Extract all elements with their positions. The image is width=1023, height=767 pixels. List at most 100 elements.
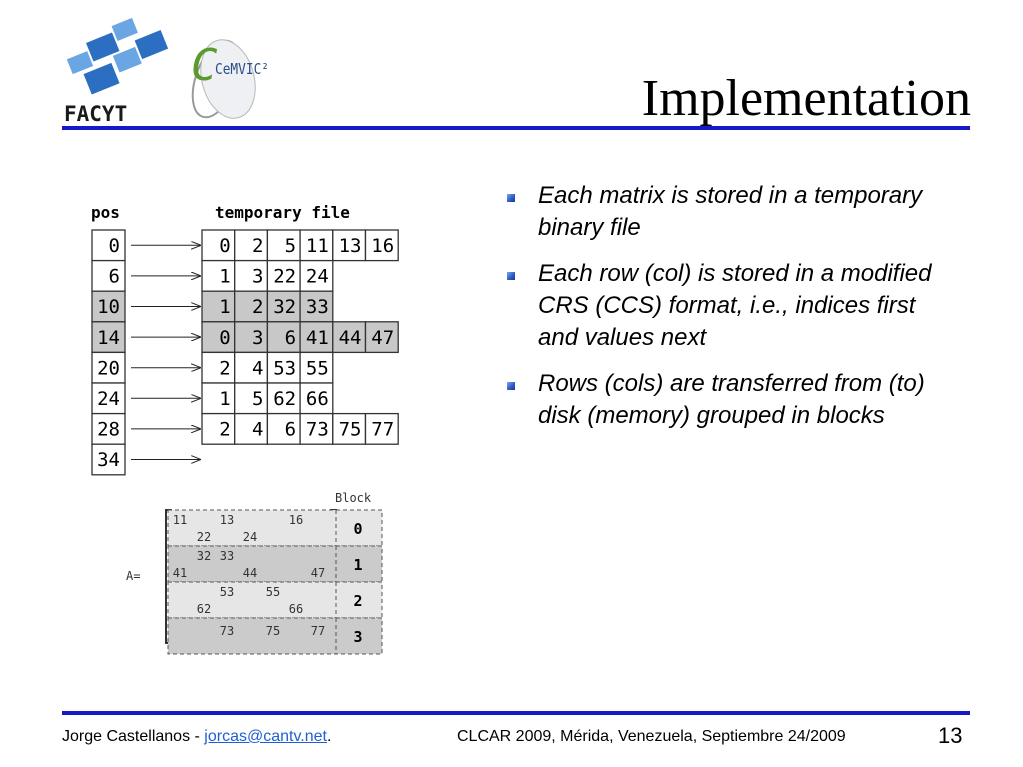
title-divider (62, 126, 970, 130)
pointer-arrows (131, 245, 200, 459)
file-value: 53 (273, 357, 296, 379)
file-cell (299, 412, 334, 445)
matrix-entry: 62 (197, 602, 211, 616)
matrix-entry: 73 (220, 624, 234, 638)
file-cell (332, 321, 367, 354)
file-value: 5 (252, 388, 263, 410)
block-id: 0 (353, 520, 362, 538)
matrix-entry: 24 (243, 530, 257, 544)
pos-value: 6 (109, 266, 120, 288)
file-cell (266, 351, 301, 384)
file-value: 1 (219, 388, 230, 410)
file-cell (201, 259, 236, 292)
matrix-entry: 11 (173, 513, 187, 527)
bullet-item: Rows (cols) are transferred from (to) di… (507, 368, 962, 432)
bullet-text: Each matrix is stored in a temporary bin… (538, 182, 923, 241)
file-value: 22 (273, 266, 296, 288)
file-value: 2 (219, 357, 230, 379)
block-label: Block (335, 491, 372, 505)
slide-title: Implementation (641, 70, 971, 127)
pos-cell (91, 443, 126, 476)
pos-label: pos (91, 203, 120, 222)
block-band (167, 617, 383, 655)
file-value: 33 (306, 296, 329, 318)
file-cell (299, 351, 334, 384)
matrix-entry: 53 (220, 585, 234, 599)
file-value: 13 (339, 235, 362, 257)
file-value: 16 (371, 235, 394, 257)
file-value: 6 (285, 327, 296, 349)
file-value: 2 (252, 296, 263, 318)
bullet-icon (507, 382, 515, 390)
file-value: 3 (252, 266, 263, 288)
file-cell (299, 229, 334, 262)
file-value: 44 (339, 327, 362, 349)
matrix-entry: 66 (289, 602, 303, 616)
bullet-item: Each row (col) is stored in a modified C… (507, 258, 962, 354)
file-value: 24 (306, 266, 329, 288)
matrix-entry: 77 (311, 624, 325, 638)
file-value: 66 (306, 388, 329, 410)
file-value: 32 (273, 296, 296, 318)
pos-cell (91, 229, 126, 262)
matrix-entry: 44 (243, 566, 257, 580)
pos-value: 28 (97, 419, 120, 441)
matrix-entry: 47 (311, 566, 325, 580)
pos-value: 0 (109, 235, 120, 257)
block-band (167, 509, 383, 547)
matrix-entry: 32 (197, 549, 211, 563)
matrix-label: A= (126, 569, 140, 583)
file-value: 47 (371, 327, 394, 349)
file-value: 2 (219, 419, 230, 441)
matrix-entry: 22 (197, 530, 211, 544)
file-value: 3 (252, 327, 263, 349)
file-value: 41 (306, 327, 329, 349)
pos-value: 14 (97, 327, 120, 349)
block-id: 1 (353, 556, 362, 574)
file-cell (201, 229, 236, 262)
author-email-link[interactable]: jorcas@cantv.net (204, 728, 327, 745)
svg-text:FACYT: FACYT (64, 102, 127, 126)
facyt-logo: FACYT C CeMVIC² (64, 17, 269, 126)
pos-cell (91, 259, 126, 292)
file-value: 5 (285, 235, 296, 257)
file-value: 55 (306, 357, 329, 379)
pos-value: 20 (97, 357, 120, 379)
file-value: 6 (285, 419, 296, 441)
file-cell (201, 412, 236, 445)
bullet-text: Rows (cols) are transferred from (to) di… (538, 370, 925, 429)
file-value: 77 (371, 419, 394, 441)
block-id: 3 (353, 628, 362, 646)
file-cell (234, 351, 269, 384)
file-value: 4 (252, 357, 263, 379)
block-bands (167, 509, 383, 655)
footer-author: Jorge Castellanos - jorcas@cantv.net. (62, 727, 331, 747)
file-cell (234, 412, 269, 445)
file-value: 62 (273, 388, 296, 410)
file-cell (364, 229, 399, 262)
bullet-icon (507, 272, 515, 280)
bullet-list: Each matrix is stored in a temporary bin… (507, 180, 962, 446)
page-number: 13 (938, 723, 963, 748)
matrix-entry: 55 (266, 585, 280, 599)
pos-cell (91, 290, 126, 323)
file-cell (266, 259, 301, 292)
file-cell (266, 382, 301, 415)
pos-value: 34 (97, 449, 120, 471)
block-band (167, 581, 383, 619)
file-value: 73 (306, 419, 329, 441)
svg-text:C: C (191, 40, 218, 91)
file-cell (364, 412, 399, 445)
block-band (167, 545, 383, 583)
svg-text:CeMVIC²: CeMVIC² (215, 60, 269, 78)
matrix-entry: 13 (220, 513, 234, 527)
file-value: 0 (219, 235, 230, 257)
file-cell (299, 382, 334, 415)
matrix-entry: 16 (289, 513, 303, 527)
pos-value: 24 (97, 388, 120, 410)
